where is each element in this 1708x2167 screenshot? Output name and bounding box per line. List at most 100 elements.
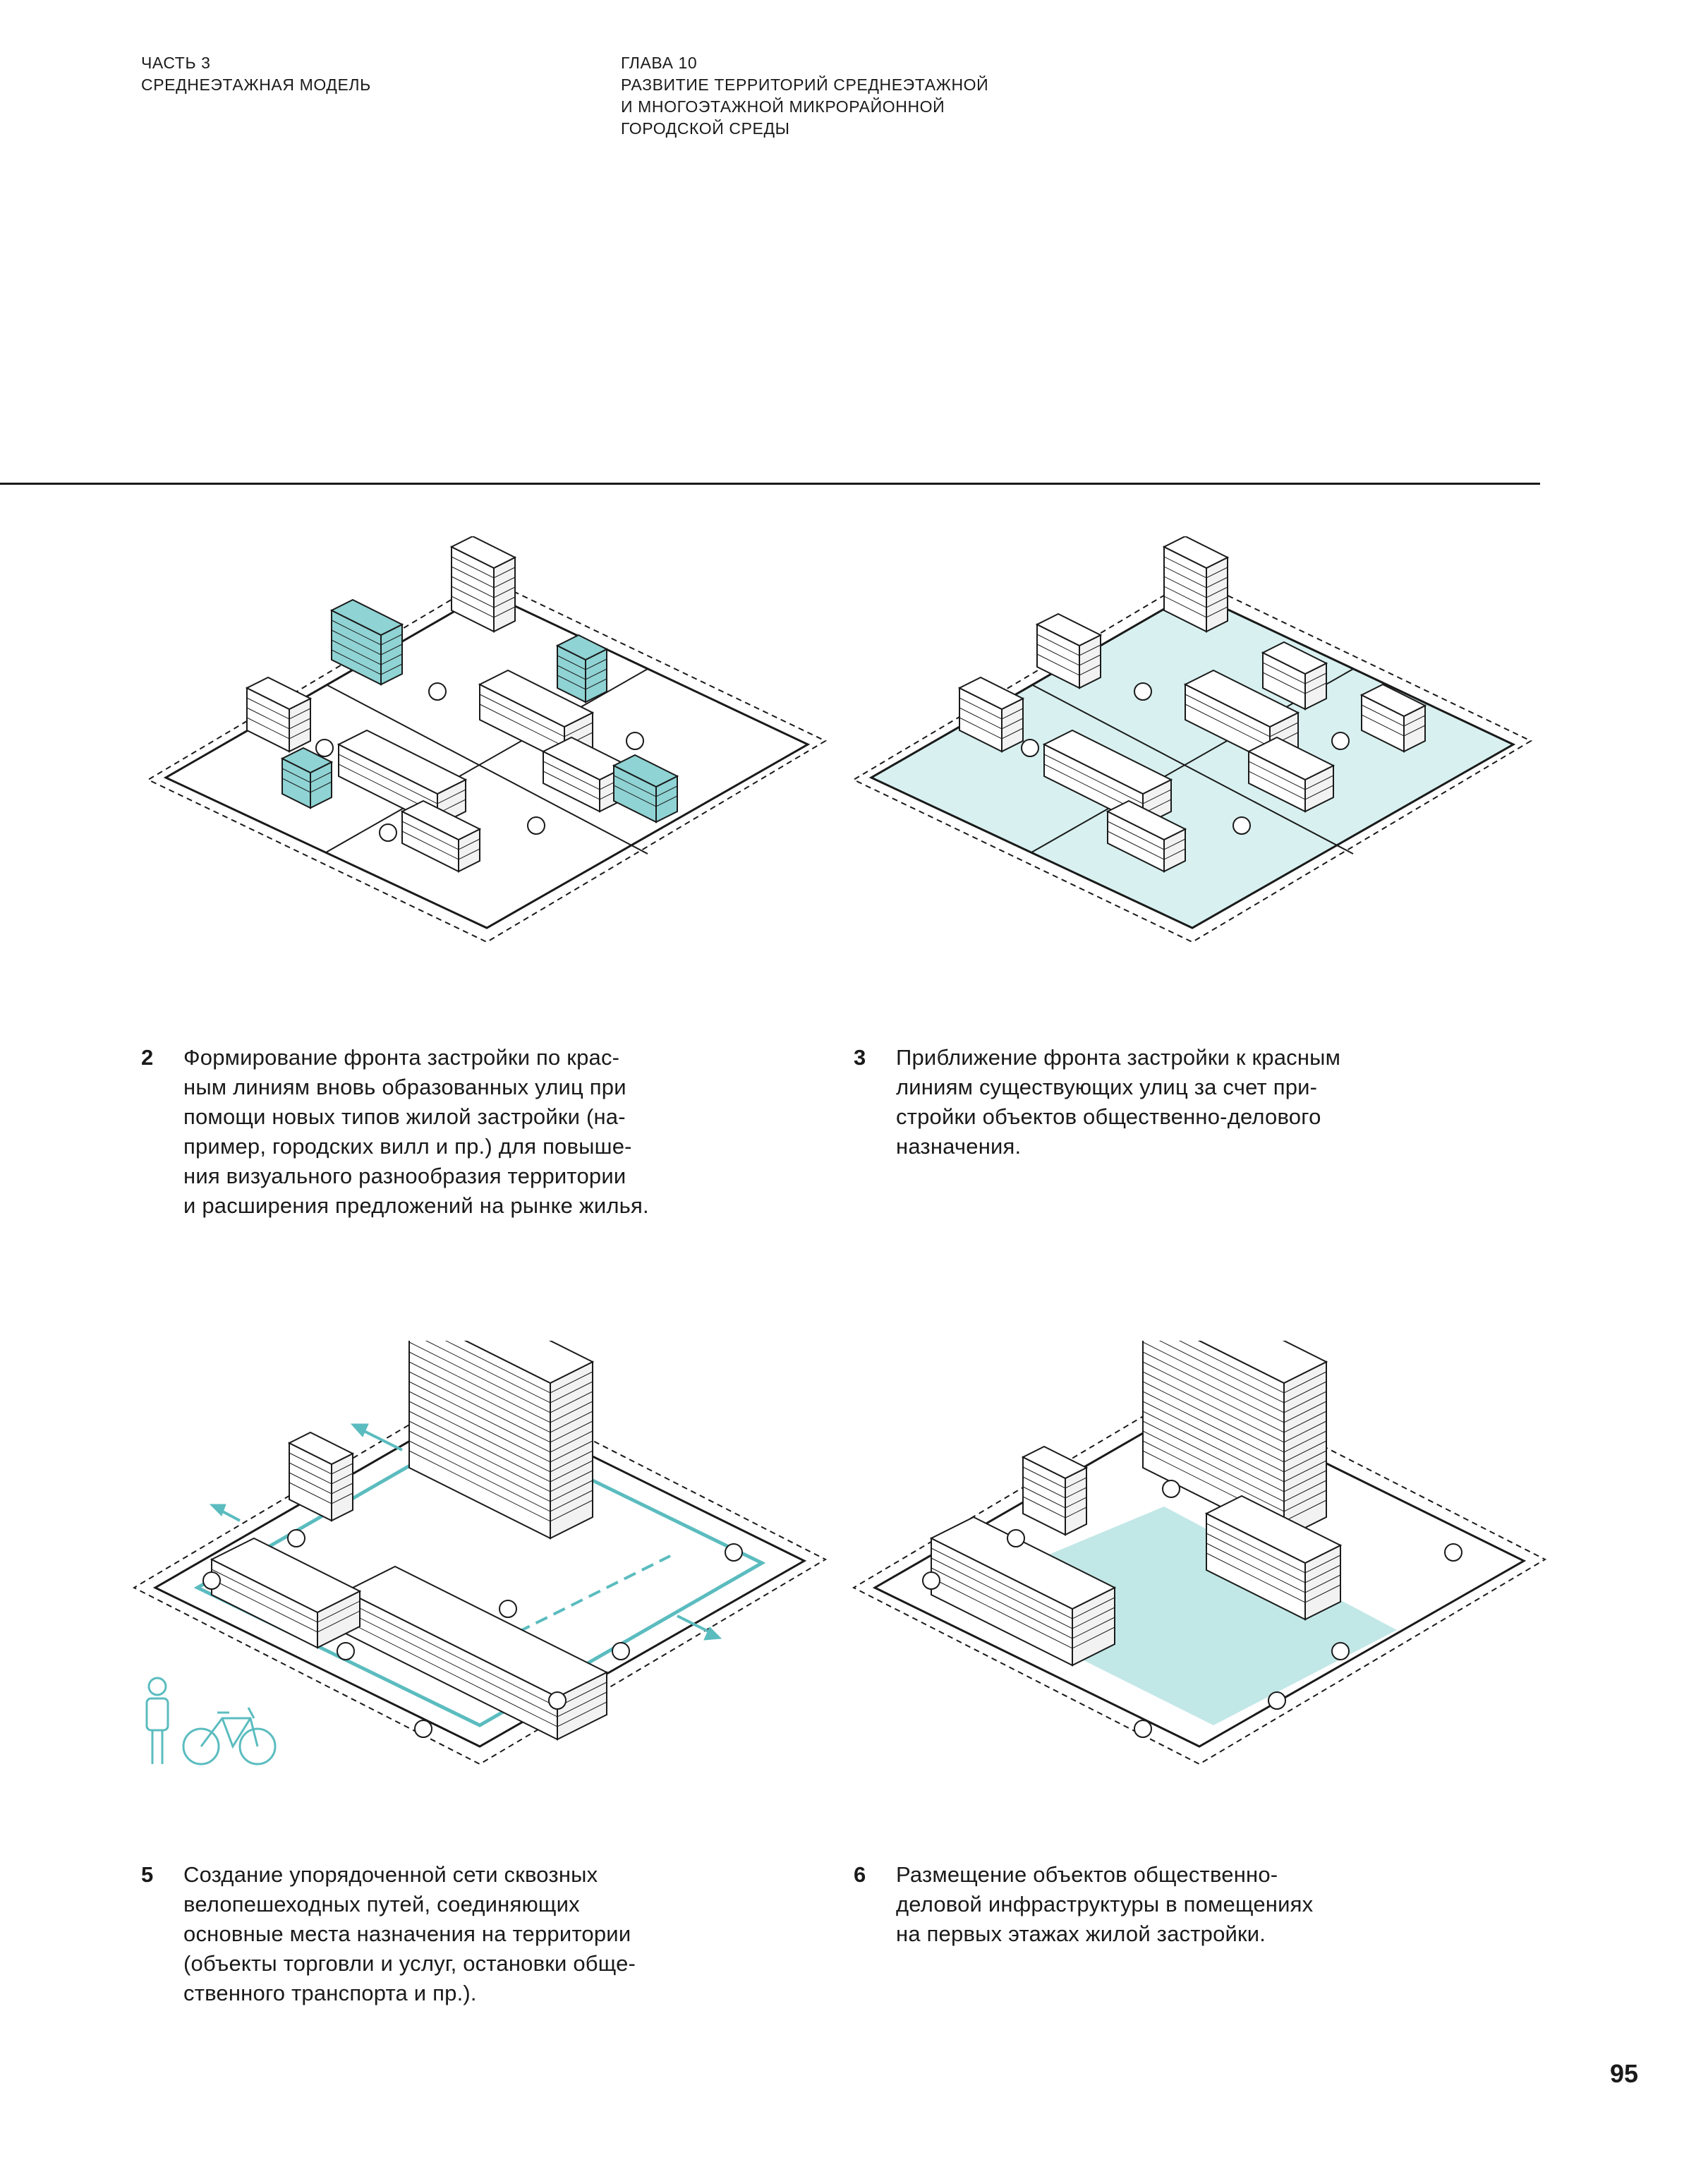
caption-line: Приближение фронта застройки к красным — [896, 1045, 1341, 1070]
building-block — [331, 1452, 353, 1522]
floor-line — [1022, 1476, 1087, 1499]
caption-line: стройки объектов общественно-делового — [896, 1104, 1321, 1129]
tree-icon — [1444, 1543, 1462, 1562]
tree-icon — [414, 1720, 432, 1738]
tree-icon — [725, 1543, 743, 1562]
building-block — [1021, 1445, 1089, 1480]
floor-line — [1036, 653, 1101, 676]
building-block — [464, 1341, 595, 1384]
floor-line — [557, 665, 607, 680]
caption-line: Размещение объектов общественно- — [896, 1862, 1278, 1887]
tree-icon — [428, 682, 447, 701]
tree-icon — [1331, 1642, 1350, 1660]
floor-line — [408, 1341, 593, 1413]
floor-line — [557, 675, 607, 690]
floor-line — [1163, 586, 1228, 608]
building-block — [550, 1360, 593, 1540]
floor-line — [246, 697, 311, 720]
building-block — [1035, 612, 1103, 647]
floor-line — [1178, 1341, 1327, 1394]
floor-line — [246, 707, 311, 730]
caption-5: 5 Создание упорядоченной сети сквозных в… — [141, 1860, 776, 2015]
floor-line — [408, 1440, 593, 1512]
floor-line — [444, 1341, 593, 1394]
floor-line — [289, 1452, 353, 1475]
tree-icon — [1021, 739, 1039, 757]
floor-line — [931, 1567, 1115, 1639]
tree-icon — [1268, 1691, 1286, 1710]
floor-line — [289, 1462, 353, 1485]
floor-line — [931, 1577, 1115, 1649]
tree-icon — [1232, 816, 1251, 835]
figure-2-illustration — [141, 536, 832, 988]
building-block — [337, 729, 468, 795]
floor-line — [479, 694, 593, 737]
floor-line — [451, 576, 516, 598]
floor-line — [1163, 556, 1228, 579]
tree-icon — [1162, 1480, 1180, 1498]
caption-line: линиям существующих улиц за счет при- — [896, 1075, 1318, 1099]
caption-line: на первых этажах жилой застройки. — [896, 1921, 1266, 1946]
floor-line — [1262, 662, 1327, 684]
floor-line — [408, 1391, 593, 1463]
tree-icon — [1134, 1720, 1152, 1738]
floor-line — [1163, 576, 1228, 598]
floor-line — [211, 1579, 361, 1633]
floor-line — [425, 1341, 593, 1404]
floor-line — [289, 1482, 353, 1504]
floor-line — [1142, 1381, 1327, 1453]
figure-5-illustration — [127, 1341, 832, 1792]
floor-line — [959, 697, 1024, 720]
floor-line — [281, 778, 332, 793]
building-block — [1162, 536, 1230, 569]
floor-line — [246, 717, 311, 740]
header-part-line: СРЕДНЕЭТАЖНАЯ МОДЕЛЬ — [141, 76, 371, 94]
floor-line — [1206, 1533, 1341, 1583]
floor-line — [451, 586, 516, 608]
floor-line — [613, 785, 678, 807]
caption-line: ственного транспорта и пр.). — [183, 1981, 477, 2005]
floor-line — [289, 1472, 353, 1495]
tree-icon — [287, 1529, 305, 1547]
building-block — [1183, 669, 1300, 728]
floor-line — [959, 707, 1024, 730]
floor-line — [1043, 754, 1172, 804]
figure-3-illustration — [847, 536, 1538, 988]
floor-line — [408, 1351, 593, 1423]
floor-line — [401, 821, 480, 850]
building-block — [929, 1516, 1117, 1610]
floor-line — [331, 620, 403, 646]
pedestrian-icon — [145, 1677, 169, 1764]
caption-line: деловой инфраструктуры в помещениях — [896, 1892, 1314, 1917]
header-chapter-line: РАЗВИТИЕ ТЕРРИТОРИЙ СРЕДНЕЭТАЖНОЙ — [621, 76, 989, 94]
building-block — [478, 669, 595, 728]
floor-line — [1361, 704, 1426, 727]
tree-icon — [1007, 1529, 1025, 1547]
floor-line — [1022, 1496, 1087, 1519]
floor-line — [408, 1430, 593, 1502]
building-block — [957, 676, 1025, 711]
floor-line — [1142, 1430, 1327, 1502]
header-chapter-line: И МНОГОЭТАЖНОЙ МИКРОРАЙОННОЙ — [621, 97, 945, 116]
caption-line: и расширения предложений на рынке жилья. — [183, 1193, 649, 1218]
floor-line — [408, 1450, 593, 1522]
running-header-part: ЧАСТЬ 3 СРЕДНЕЭТАЖНАЯ МОДЕЛЬ — [141, 52, 371, 96]
floor-line — [1142, 1371, 1327, 1443]
caption-line: Формирование фронта застройки по крас- — [183, 1045, 620, 1070]
floor-line — [451, 556, 516, 579]
floor-line — [408, 1381, 593, 1453]
floor-line — [345, 1610, 607, 1718]
caption-line: помощи новых типов жилой застройки (на- — [183, 1104, 626, 1129]
building-block — [280, 747, 334, 774]
building-block — [449, 536, 517, 569]
floor-line — [331, 649, 403, 675]
floor-line — [401, 831, 480, 860]
page-number: 95 — [1610, 2059, 1639, 2088]
caption-line: ным линиям вновь образованных улиц при — [183, 1075, 626, 1099]
building-block — [1204, 1495, 1343, 1564]
floor-line — [931, 1557, 1115, 1629]
tree-icon — [548, 1691, 567, 1710]
floor-line — [1206, 1543, 1341, 1593]
caption-6: 6 Размещение объектов общественно- делов… — [854, 1860, 1489, 1959]
floor-line — [1163, 596, 1228, 618]
